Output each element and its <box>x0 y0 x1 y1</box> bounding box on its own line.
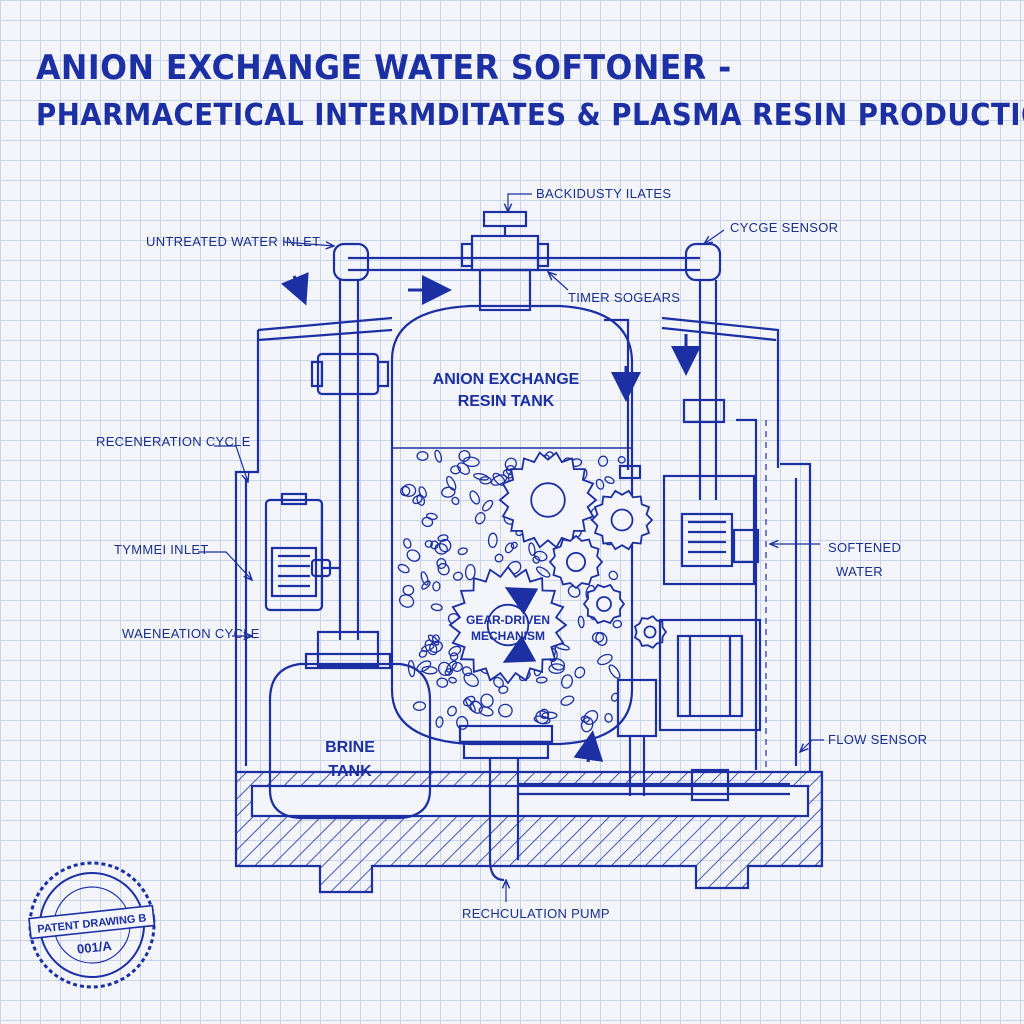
gear-train <box>448 451 668 685</box>
diagram-title-line-2: PHARMACETICAL INTERMDITATES & PLASMA RES… <box>36 98 1024 133</box>
resin-tank-label-1: ANION EXCHANGE <box>433 371 580 388</box>
diagram-title-line-1: ANION EXCHANGE WATER SOFTONER - <box>36 48 732 88</box>
brine-tank-label-2: TANK <box>328 763 372 780</box>
gear-mechanism-label-1: GEAR-DRIVEN <box>466 613 550 627</box>
control-valve <box>460 210 550 312</box>
brine-tank-label-1: BRINE <box>325 739 375 756</box>
patent-stamp: PATENT DRAWING B 001/A <box>28 861 156 989</box>
resin-tank <box>390 304 634 760</box>
flow-sensor-label: FLOW SENSOR <box>828 732 927 747</box>
top-piping <box>310 242 722 640</box>
motor-assembly <box>604 318 767 802</box>
untreated-water-inlet-label: UNTREATED WATER INLET <box>146 234 320 249</box>
waeneration-cycle-label: WAENEATION CYCLE <box>122 626 260 641</box>
brine-tank <box>268 630 432 820</box>
foundation-base <box>234 770 824 894</box>
backwash-plates-label: BACKIDUSTY ILATES <box>536 186 671 201</box>
regeneration-valve <box>264 492 340 612</box>
tunnel-inlet-label: TYMMEI INLET <box>114 542 209 557</box>
cycle-sensor-label: CYCGE SENSOR <box>730 220 838 235</box>
recirculation-pump-label: RECHCULATION PUMP <box>462 906 610 921</box>
resin-tank-label-2: RESIN TANK <box>458 393 555 410</box>
timer-gears-label: TIMER SOGEARS <box>568 290 680 305</box>
regeneration-cycle-label: RECENERATION CYCLE <box>96 434 251 449</box>
stamp-number: 001/A <box>76 938 113 957</box>
softened-water-label-2: WATER <box>836 564 883 579</box>
leader-lines <box>198 193 824 902</box>
flow-arrows <box>280 272 701 763</box>
gear-mechanism-label-2: MECHANISM <box>471 629 545 643</box>
recirculation-pipe <box>488 758 790 882</box>
softened-water-label-1: SOFTENED <box>828 540 901 555</box>
